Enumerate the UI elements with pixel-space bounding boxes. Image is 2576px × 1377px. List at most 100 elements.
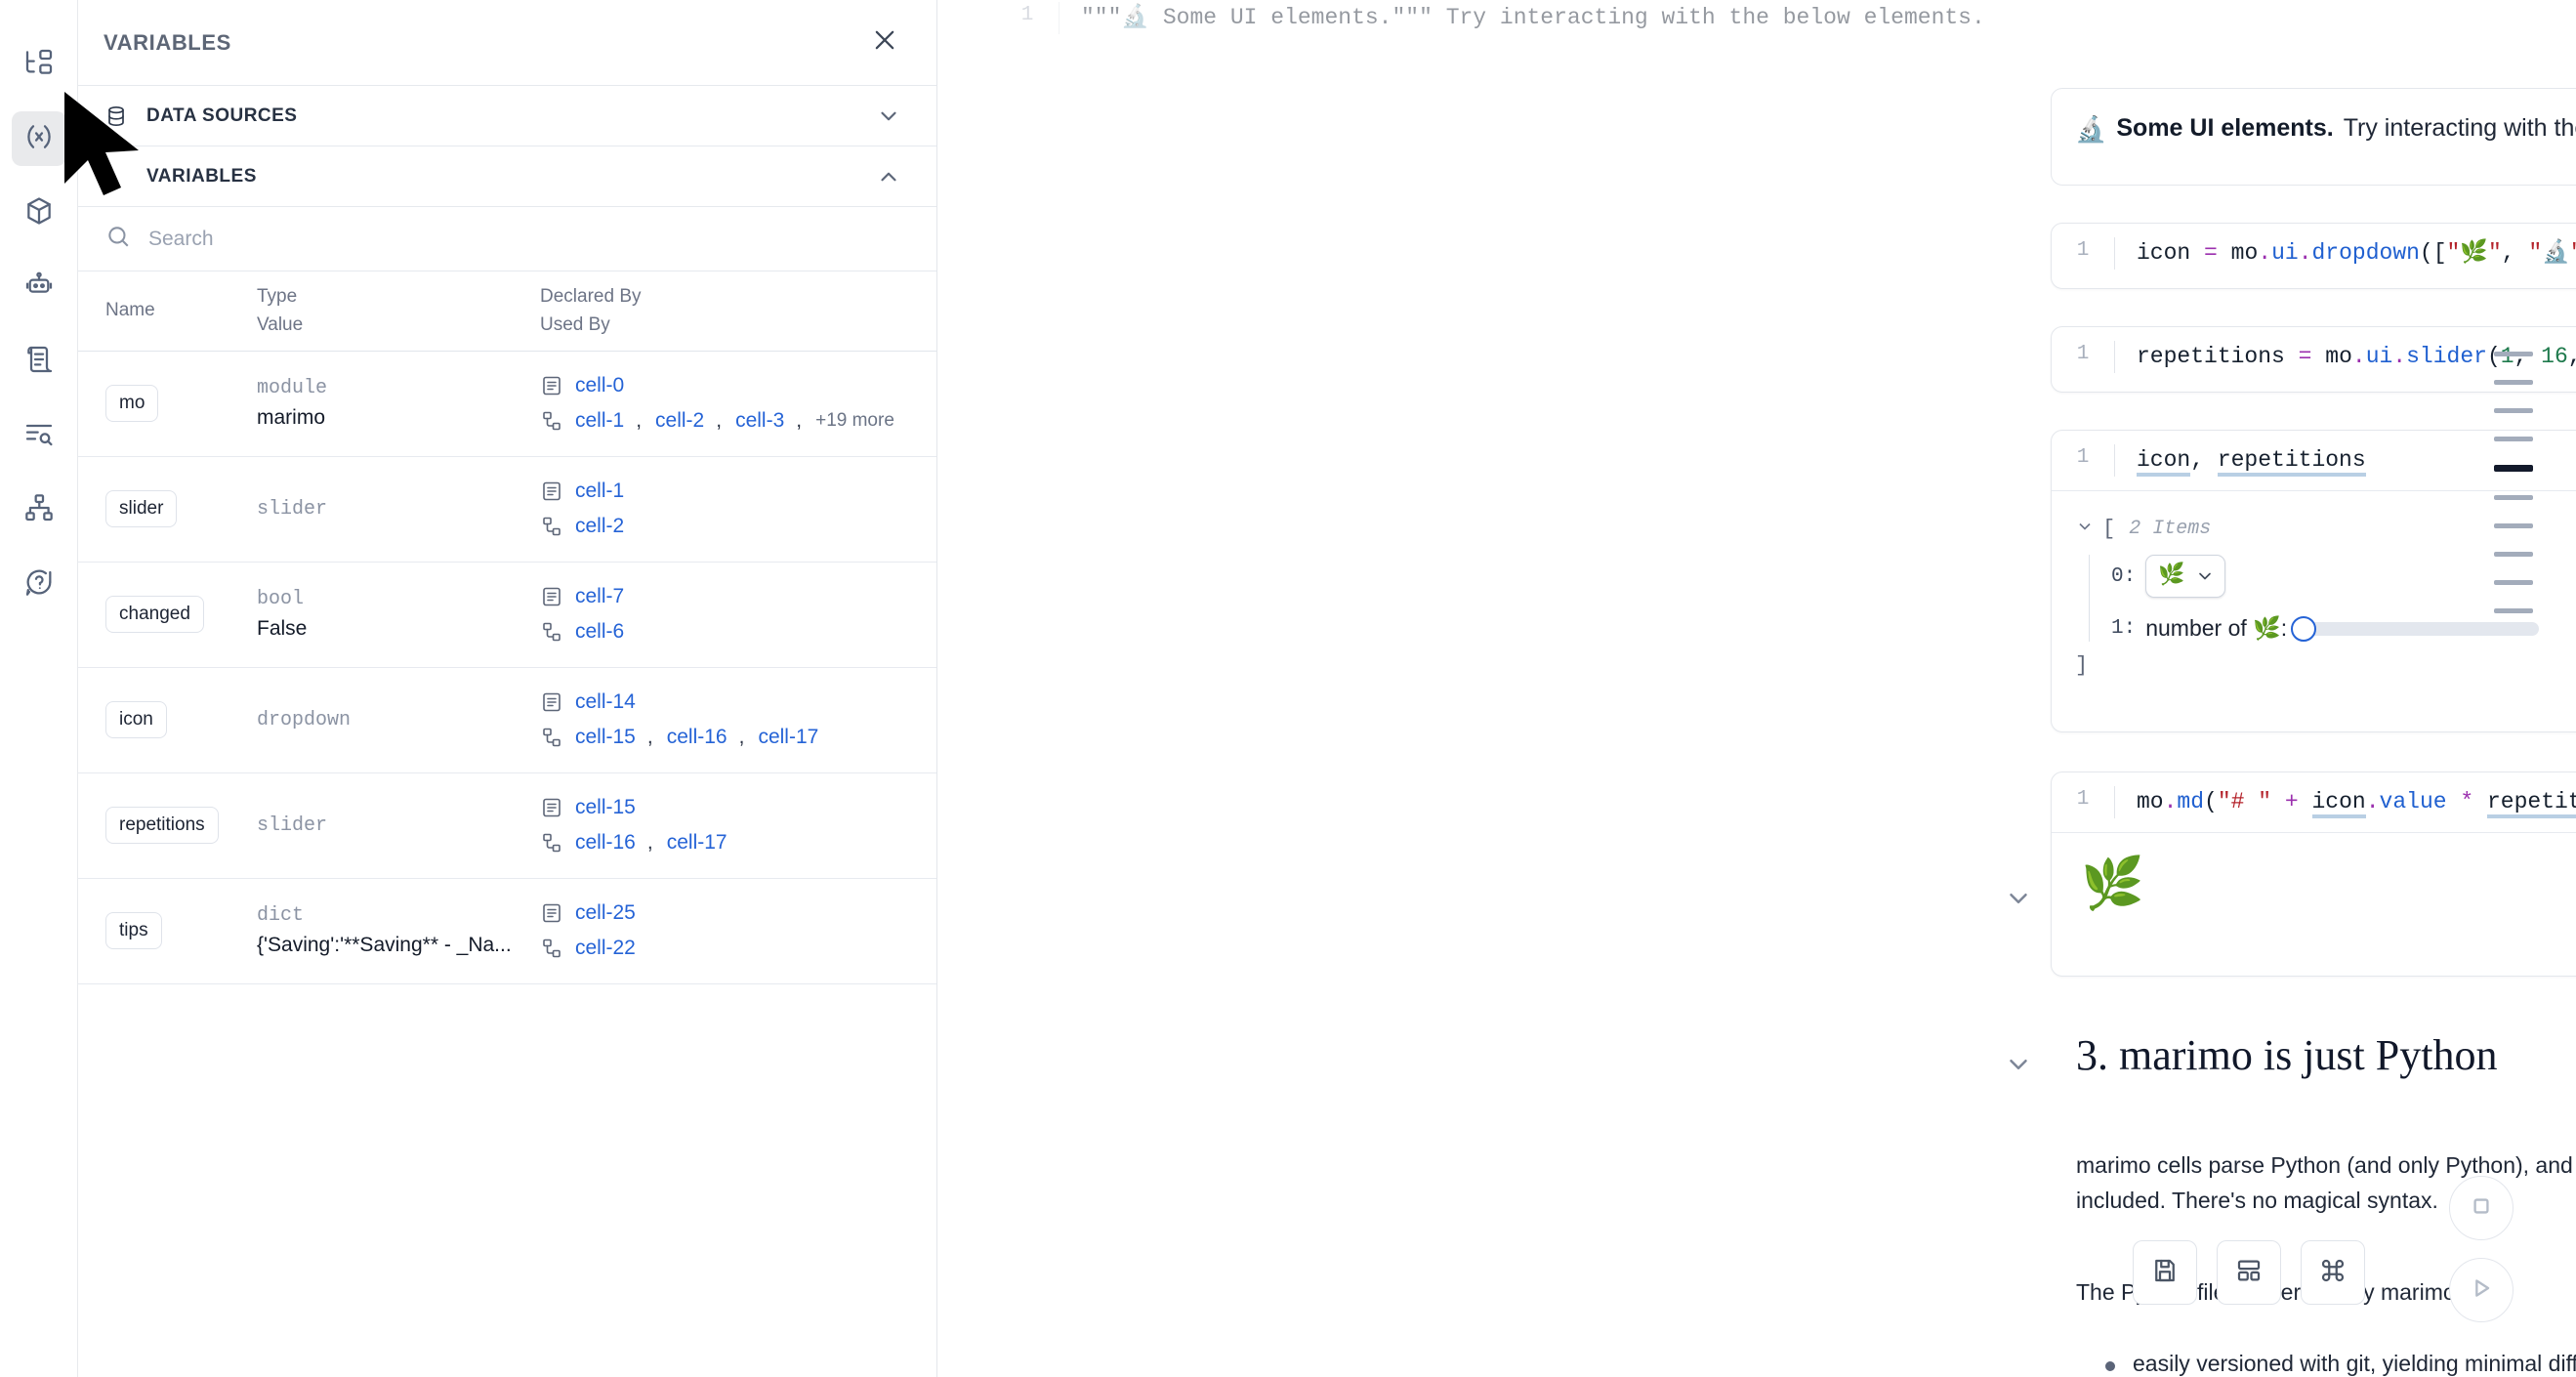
line-number: 1 <box>2076 343 2090 365</box>
cell-link[interactable]: cell-0 <box>575 374 625 396</box>
code-cell-icon[interactable]: 1 icon = mo.ui.dropdown(["🌿", "🔬", "✨"],… <box>2051 223 2576 289</box>
cell-link[interactable]: cell-16 <box>666 726 727 748</box>
slider-track[interactable] <box>2291 615 2540 642</box>
activity-rail <box>0 0 78 1377</box>
cell-reference-line: cell-16, cell-17 <box>540 831 927 855</box>
variable-value: False <box>257 617 308 640</box>
rail-item-variables[interactable] <box>11 111 66 166</box>
cell-collapse-toggle[interactable] <box>2004 884 2037 917</box>
cell-link[interactable]: cell-15 <box>575 796 636 818</box>
variable-chip[interactable]: slider <box>105 490 178 527</box>
package-icon <box>23 195 55 231</box>
markdown-bold-text: Some UI elements. <box>2116 114 2334 142</box>
floating-action-bar <box>2133 1240 2365 1305</box>
cell-link[interactable]: cell-2 <box>655 409 705 432</box>
rail-item-packages[interactable] <box>12 186 66 240</box>
cell-link[interactable]: cell-3 <box>735 409 785 432</box>
col-header-type: Type <box>257 286 298 307</box>
cell-reference-line: cell-25 <box>540 901 927 925</box>
col-header-name: Name <box>105 300 155 321</box>
cell-link[interactable]: cell-2 <box>575 515 625 537</box>
variable-chip[interactable]: mo <box>105 385 159 422</box>
rail-item-documentation[interactable] <box>12 334 66 389</box>
layout-button[interactable] <box>2217 1240 2281 1305</box>
cell-link[interactable]: cell-16 <box>575 831 636 854</box>
used-by-icon <box>540 515 563 538</box>
paragraph-1-text-a: marimo cells parse Python (and only Pyth… <box>2076 1152 2576 1178</box>
rail-item-help[interactable] <box>12 557 66 611</box>
cell-variable-name: icon <box>105 701 257 738</box>
minimap-scrollbar[interactable] <box>2484 352 2543 613</box>
save-button[interactable] <box>2133 1240 2197 1305</box>
robot-icon <box>23 270 55 306</box>
code-cell-display[interactable]: 1 icon, repetitions [ 2 Items 0: <box>2051 430 2576 732</box>
minimap-bar[interactable] <box>2494 437 2533 441</box>
variable-value: marimo <box>257 406 326 429</box>
close-bracket: ] <box>2075 653 2089 679</box>
panel-title: VARIABLES <box>104 29 231 55</box>
run-button[interactable] <box>2449 1258 2514 1322</box>
cell-link[interactable]: cell-14 <box>575 690 636 713</box>
line-number: 1 <box>2076 446 2090 469</box>
list-output-header[interactable]: [ 2 Items <box>2075 517 2576 541</box>
minimap-bar[interactable] <box>2494 495 2533 500</box>
panel-close-button[interactable] <box>868 26 901 60</box>
clipped-code-cell[interactable]: 1 """🔬 Some UI elements.""" Try interact… <box>996 0 2285 50</box>
variables-panel: VARIABLES DATA SOURCES VARIABLES <box>78 0 937 1377</box>
variable-chip[interactable]: repetitions <box>105 807 219 844</box>
code-cell-repetitions[interactable]: 1 repetitions = mo.ui.slider(1, 16, labe… <box>2051 326 2576 393</box>
minimap-bar[interactable] <box>2494 580 2533 585</box>
bullet-1-text: easily versioned with git, yielding mini… <box>2133 1351 2576 1376</box>
slider-knob[interactable] <box>2291 615 2317 642</box>
variable-chip[interactable]: tips <box>105 912 162 949</box>
rail-item-file-tree[interactable] <box>12 37 66 92</box>
section-collapse-toggle[interactable] <box>2004 1050 2037 1083</box>
rail-item-dependency-graph[interactable] <box>12 482 66 537</box>
section-data-sources[interactable]: DATA SOURCES <box>78 86 936 146</box>
minimap-bar[interactable] <box>2494 380 2533 385</box>
minimap-bar[interactable] <box>2494 552 2533 557</box>
cell-link[interactable]: cell-17 <box>666 831 727 854</box>
chevron-up-icon <box>876 164 901 189</box>
search-input[interactable] <box>148 227 901 251</box>
variable-chip[interactable]: changed <box>105 596 204 633</box>
minimap-bar[interactable] <box>2494 608 2533 613</box>
separator: , <box>646 831 653 854</box>
cell-link[interactable]: cell-22 <box>575 937 636 959</box>
minimap-bar[interactable] <box>2494 408 2533 413</box>
table-row[interactable]: repetitions slider cell-15 cell-16, cell-17 <box>78 773 936 879</box>
cell-link[interactable]: cell-17 <box>758 726 819 748</box>
cell-link[interactable]: cell-1 <box>575 409 625 432</box>
more-count[interactable]: +19 more <box>815 410 894 431</box>
cell-reference-line: cell-2 <box>540 515 927 538</box>
cell-link[interactable]: cell-1 <box>575 480 625 502</box>
rail-item-logs[interactable] <box>12 408 66 463</box>
variable-chip[interactable]: icon <box>105 701 167 738</box>
section-variables[interactable]: VARIABLES <box>78 146 936 207</box>
separator: , <box>646 726 653 748</box>
cell-link[interactable]: cell-25 <box>575 901 636 924</box>
scroll-icon <box>23 344 55 380</box>
variable-type: slider <box>257 814 328 837</box>
command-palette-button[interactable] <box>2301 1240 2365 1305</box>
cell-link[interactable]: cell-6 <box>575 620 625 643</box>
rail-item-ai-assistant[interactable] <box>12 260 66 314</box>
interrupt-button[interactable] <box>2449 1176 2514 1240</box>
list-index-0: 0: <box>2111 564 2137 588</box>
minimap-bar[interactable] <box>2494 352 2533 356</box>
dropdown-select[interactable]: 🌿 <box>2145 555 2225 599</box>
code-cell-md[interactable]: 1 mo.md("# " + icon.value * repetitions.… <box>2051 772 2576 977</box>
col-header-value: Value <box>257 313 304 335</box>
minimap-bar[interactable] <box>2494 523 2533 528</box>
cell-link[interactable]: cell-7 <box>575 585 625 607</box>
cell-link[interactable]: cell-15 <box>575 726 636 748</box>
minimap-bar[interactable] <box>2494 465 2533 472</box>
separator: , <box>796 409 803 432</box>
